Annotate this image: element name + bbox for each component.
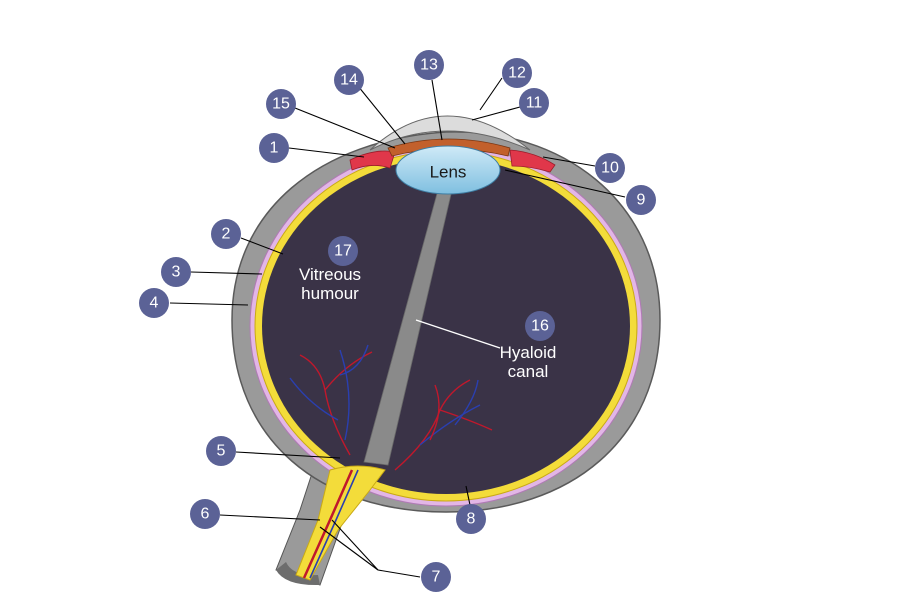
hyaloid-label-line2: canal [508, 362, 549, 381]
svg-text:5: 5 [217, 443, 226, 460]
central-vein [309, 469, 359, 579]
svg-text:14: 14 [340, 72, 358, 89]
vitreous-label-line1: Vitreous [299, 265, 361, 284]
central-vessels [302, 469, 354, 579]
svg-text:12: 12 [508, 65, 526, 82]
lens-shape [395, 145, 501, 195]
marker-9: 9 [626, 185, 656, 215]
marker-6: 6 [190, 499, 220, 529]
ciliary-body-left [349, 150, 396, 171]
svg-text:9: 9 [637, 192, 646, 209]
leader-lines [169, 77, 626, 578]
marker-8: 8 [456, 504, 486, 534]
marker-7: 7 [421, 562, 451, 592]
marker-5: 5 [206, 436, 236, 466]
ciliary-body-right [509, 149, 556, 173]
optic-nerve [295, 465, 386, 581]
svg-text:8: 8 [467, 511, 476, 528]
svg-text:4: 4 [150, 295, 159, 312]
marker-3: 3 [161, 257, 191, 287]
retinal-vessels-right [394, 379, 493, 471]
marker-14: 14 [334, 65, 364, 95]
lens-label: Lens [430, 163, 467, 182]
marker-13: 13 [414, 50, 444, 80]
marker-15: 15 [266, 89, 296, 119]
svg-text:16: 16 [531, 318, 549, 335]
svg-text:15: 15 [272, 96, 290, 113]
svg-text:17: 17 [334, 243, 352, 260]
cornea [369, 115, 531, 151]
marker-17: 17 [328, 236, 358, 266]
vitreous-label-line2: humour [301, 284, 359, 303]
svg-text:10: 10 [601, 160, 619, 177]
marker-2: 2 [211, 219, 241, 249]
svg-text:6: 6 [201, 506, 210, 523]
svg-text:7: 7 [432, 569, 441, 586]
marker-12: 12 [502, 58, 532, 88]
svg-text:11: 11 [526, 95, 543, 112]
marker-16: 16 [525, 311, 555, 341]
marker-4: 4 [139, 288, 169, 318]
marker-1: 1 [259, 133, 289, 163]
marker-10: 10 [595, 153, 625, 183]
svg-text:2: 2 [222, 226, 231, 243]
marker-11: 11 [519, 88, 549, 118]
svg-text:1: 1 [270, 140, 279, 157]
retinal-vessels-left [289, 344, 373, 456]
svg-text:3: 3 [172, 264, 181, 281]
svg-text:13: 13 [420, 57, 438, 74]
hyaloid-label-line1: Hyaloid [500, 343, 557, 362]
